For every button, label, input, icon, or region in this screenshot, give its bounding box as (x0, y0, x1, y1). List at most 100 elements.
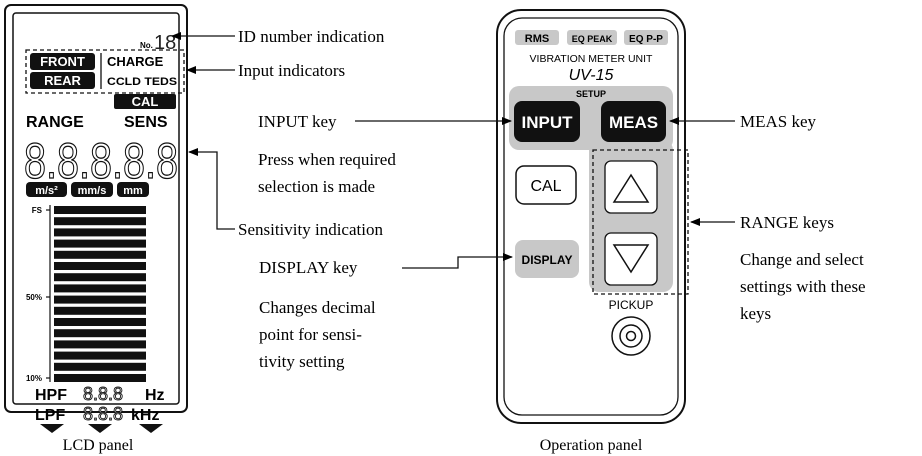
sens-label: SENS (124, 114, 168, 131)
bargraph-segment (54, 239, 146, 248)
bargraph-segment (54, 318, 146, 326)
front-indicator-bg (30, 53, 95, 70)
cal-indicator: CAL (132, 94, 159, 109)
down-triangle-icon (612, 244, 650, 274)
rear-indicator: REAR (44, 73, 81, 88)
hpf-label: HPF (35, 387, 67, 404)
callout-display-key-note-2: point for sensi- (259, 325, 362, 344)
bargraph-segment (54, 250, 146, 259)
input-key[interactable]: INPUT (514, 101, 580, 142)
bargraph-segment (54, 262, 146, 270)
mode-badge-bg (567, 30, 617, 45)
mode-badge-bg (624, 30, 668, 45)
callout-range-keys-note-1: Change and select (740, 250, 864, 269)
operation-panel: RMS EQ PEAK EQ P-P VIBRATION METER UNIT … (496, 9, 689, 424)
meas-key-label: MEAS (609, 113, 658, 132)
cal-key[interactable]: CAL (515, 165, 577, 205)
cal-key-bg[interactable] (515, 165, 577, 205)
meas-key-bg[interactable] (601, 101, 666, 142)
mode-badge-rms: RMS (525, 33, 549, 45)
hpf-digits: 8.8.8 (83, 384, 123, 404)
bargraph-segment (54, 329, 146, 338)
hz-label: Hz (145, 387, 165, 404)
bargraph-label-fs: FS (32, 206, 43, 215)
cal-key-label: CAL (530, 178, 561, 195)
display-key[interactable]: DISPLAY (515, 240, 579, 278)
down-triangle-icon (40, 424, 64, 433)
bargraph-label-50: 50% (26, 293, 42, 302)
display-key-label: DISPLAY (522, 253, 573, 267)
callout-input-key: INPUT key (258, 112, 337, 131)
unit-badge-bg (26, 182, 67, 197)
lcd-panel-caption: LCD panel (63, 437, 134, 454)
bargraph-segment (54, 217, 146, 226)
bargraph-segment (54, 228, 146, 237)
operation-callouts: INPUT key Press when required selection … (258, 112, 866, 371)
up-triangle-icon (612, 173, 650, 203)
charge-indicator: CHARGE (107, 54, 164, 69)
input-key-label: INPUT (522, 113, 574, 132)
input-indicators-box (25, 49, 185, 94)
unit-badge-ms2: m/s² (35, 185, 58, 197)
unit-badge-bg (71, 182, 113, 197)
callout-input-key-note-1: Press when required (258, 150, 396, 169)
unit-badge-bg (117, 182, 149, 197)
unit-badges: m/s² mm/s mm (26, 182, 149, 197)
bargraph-segment (54, 362, 146, 371)
mode-badge-eq-pp: EQ P-P (629, 34, 663, 45)
range-down-key[interactable] (604, 232, 658, 286)
callout-display-key-note-1: Changes decimal (259, 298, 376, 317)
callout-input-key-note-2: selection is made (258, 177, 375, 196)
callout-range-keys: RANGE keys (740, 213, 834, 232)
seven-segment-display: 8.8.8.8.8 (24, 133, 178, 189)
range-up-key[interactable] (604, 160, 658, 214)
callout-arrow-display-key (402, 253, 513, 269)
connector-pin (625, 330, 637, 342)
bargraph: FS 50% 10% (26, 205, 146, 383)
unit-badge-mms: mm/s (78, 185, 107, 197)
bargraph-segment (54, 206, 146, 214)
setup-label: SETUP (576, 89, 606, 99)
callout-meas-key: MEAS key (740, 112, 817, 131)
display-key-bg[interactable] (515, 240, 579, 278)
rear-indicator-bg (30, 72, 95, 89)
callout-display-key-note-3: tivity setting (259, 352, 345, 371)
callout-id-number: ID number indication (238, 27, 385, 46)
khz-label: kHz (131, 407, 159, 424)
callout-arrow-sensitivity (188, 148, 235, 230)
bargraph-segment (54, 306, 146, 315)
mode-badge-bg (515, 30, 559, 45)
bargraph-segment (54, 284, 146, 293)
bargraph-segment (54, 340, 146, 349)
bargraph-segment (54, 374, 146, 382)
unit-name: VIBRATION METER UNIT (530, 53, 653, 65)
lcd-callouts: ID number indication Input indicators Se… (171, 27, 385, 239)
pickup-connector-icon[interactable] (611, 316, 651, 356)
callout-input-indicators: Input indicators (238, 61, 345, 80)
bargraph-segment (54, 351, 146, 360)
callout-display-key: DISPLAY key (259, 258, 358, 277)
range-keys-box (592, 149, 689, 295)
meas-key[interactable]: MEAS (601, 101, 666, 142)
front-indicator: FRONT (40, 54, 85, 69)
lpf-label: LPF (35, 407, 65, 424)
cal-indicator-bg (114, 94, 176, 109)
lcd-panel: No. 18 FRONT REAR CHARGE CCLD TEDS CAL R… (4, 4, 188, 433)
down-triangle-icon (139, 424, 163, 433)
operation-panel-caption: Operation panel (540, 437, 643, 454)
callout-range-keys-note-2: settings with these (740, 277, 866, 296)
id-number-prefix: No. (140, 41, 153, 50)
bargraph-label-10: 10% (26, 374, 42, 383)
model-name: UV-15 (569, 67, 614, 84)
unit-badge-mm: mm (123, 185, 143, 197)
range-label: RANGE (26, 114, 84, 131)
ccld-teds-indicator: CCLD TEDS (107, 76, 177, 88)
bargraph-segment (54, 295, 146, 304)
id-number-value: 18 (154, 32, 176, 54)
lpf-digits: 8.8.8 (83, 404, 123, 424)
down-triangle-icon (88, 424, 112, 433)
callout-range-keys-note-3: keys (740, 304, 771, 323)
input-key-bg[interactable] (514, 101, 580, 142)
mode-badge-eq-peak: EQ PEAK (572, 34, 613, 44)
